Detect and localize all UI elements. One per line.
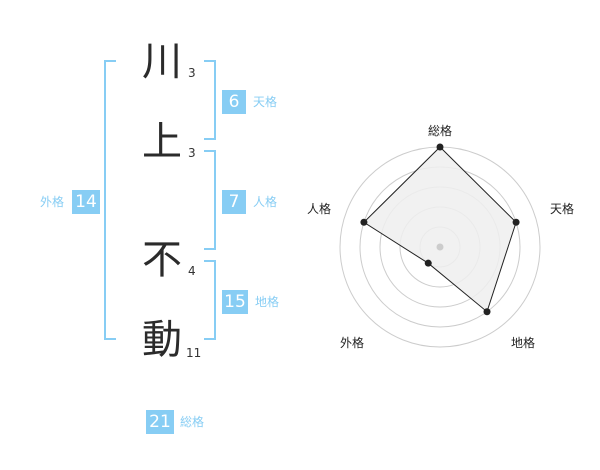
chikaku-bracket bbox=[204, 260, 216, 340]
name-char-1: 川 bbox=[142, 39, 182, 85]
stroke-count-1: 3 bbox=[188, 66, 196, 80]
gaikaku-label: 外格 bbox=[40, 195, 65, 209]
stroke-count-2: 3 bbox=[188, 146, 196, 160]
radar-label-chikaku: 地格 bbox=[511, 336, 536, 350]
jinkaku-label: 人格 bbox=[253, 195, 278, 209]
radar-value-polygon bbox=[363, 146, 517, 313]
radar-label-tenkaku: 天格 bbox=[550, 202, 575, 216]
tenkaku-bracket bbox=[204, 60, 216, 140]
tenkaku-label: 天格 bbox=[253, 95, 278, 109]
radar-point-5 bbox=[360, 218, 368, 226]
gaikaku-bracket bbox=[104, 60, 116, 340]
stroke-count-3: 4 bbox=[188, 264, 196, 278]
name-char-3: 不 bbox=[142, 237, 182, 283]
radar-point-2 bbox=[512, 218, 520, 226]
radar-point-1 bbox=[436, 143, 444, 151]
name-char-2: 上 bbox=[142, 119, 182, 165]
name-char-4: 動 bbox=[142, 317, 182, 363]
gaikaku-badge: 14 bbox=[72, 190, 100, 214]
radar-center-dot bbox=[436, 243, 444, 251]
soukaku-badge: 21 bbox=[146, 410, 174, 434]
radar-point-3 bbox=[483, 308, 491, 316]
chikaku-badge: 15 bbox=[222, 290, 248, 314]
tenkaku-badge: 6 bbox=[222, 90, 246, 114]
radar-point-4 bbox=[424, 259, 432, 267]
soukaku-label: 総格 bbox=[180, 415, 205, 429]
jinkaku-badge: 7 bbox=[222, 190, 246, 214]
radar-label-gaikaku: 外格 bbox=[340, 336, 365, 350]
radar-label-jinkaku: 人格 bbox=[307, 202, 332, 216]
chikaku-label: 地格 bbox=[255, 295, 280, 309]
jinkaku-bracket bbox=[204, 150, 216, 250]
stroke-count-4: 11 bbox=[186, 346, 202, 360]
radar-label-soukaku: 総格 bbox=[428, 124, 453, 138]
